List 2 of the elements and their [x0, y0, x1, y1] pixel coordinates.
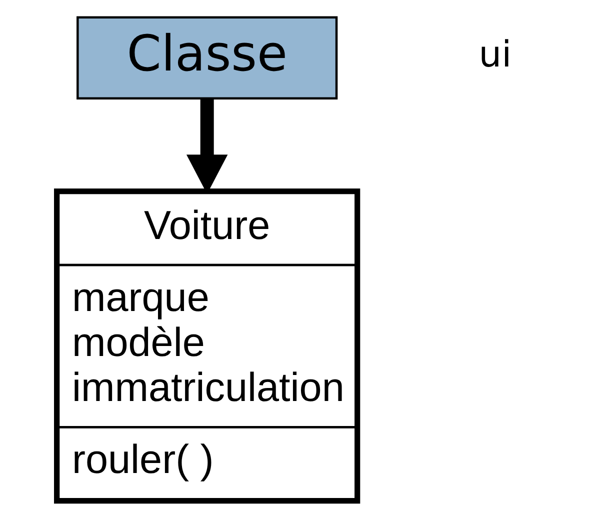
- label: ui: [478, 34, 512, 76]
- node-box: Classe: [76, 16, 338, 100]
